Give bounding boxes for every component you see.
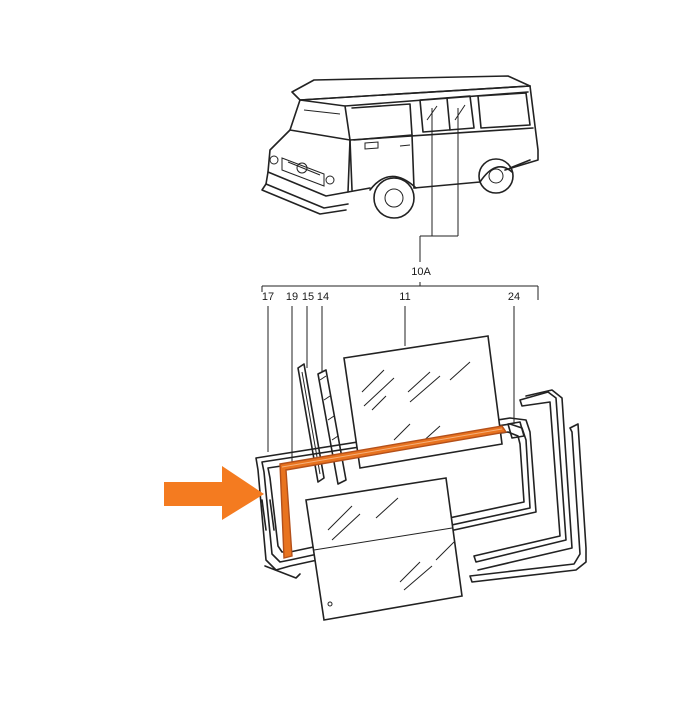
- van-illustration: [261, 75, 539, 219]
- highlight-arrow: [164, 466, 264, 520]
- part-label-11: 11: [399, 291, 410, 303]
- callout-lines: [261, 108, 539, 300]
- side-seal-strips: [469, 389, 587, 583]
- highlighted-runner-channel-19: [279, 425, 508, 559]
- part-label-15: 15: [302, 291, 314, 303]
- part-label-19: 19: [286, 291, 298, 303]
- seal-strip-14: [317, 369, 347, 485]
- clip-24: [507, 421, 525, 439]
- glass-pane-lower: [305, 477, 463, 621]
- glass-pane-11: [343, 335, 503, 469]
- leader-lines: [267, 306, 515, 462]
- part-label-14: 14: [317, 291, 329, 303]
- group-label-10a: 10A: [411, 266, 431, 278]
- part-label-24: 24: [508, 291, 520, 303]
- part-label-17: 17: [262, 291, 274, 303]
